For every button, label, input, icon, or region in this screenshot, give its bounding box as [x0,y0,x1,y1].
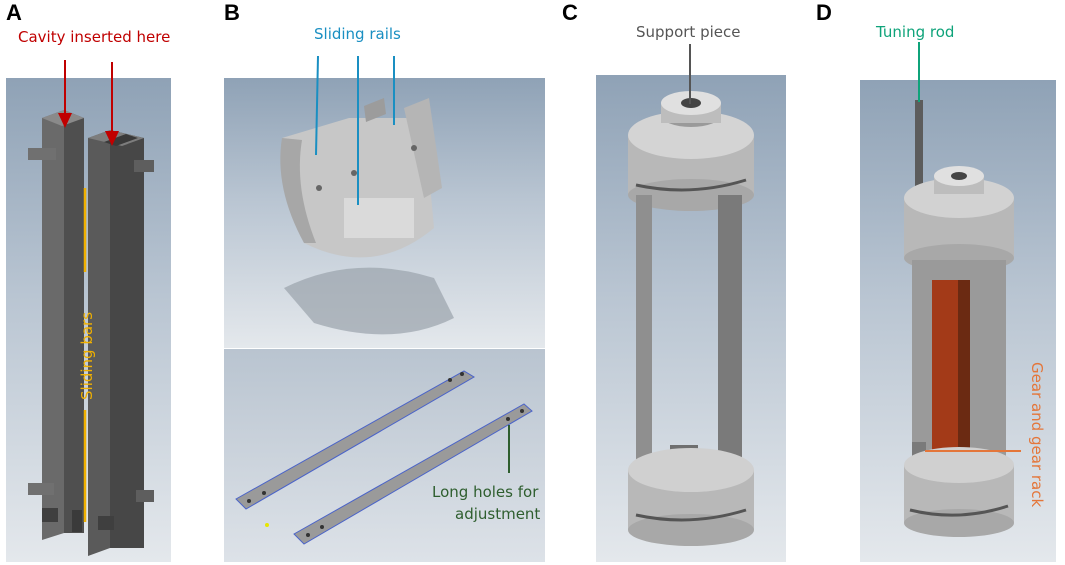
panel-letter-d: D [816,0,832,25]
sliding-rails-label: Sliding rails [314,25,401,43]
panel-letter-b: B [224,0,240,25]
tuner-assembly-render [904,100,1014,537]
cavity-label: Cavity inserted here [18,28,171,46]
tuning-rod-label: Tuning rod [876,23,955,41]
panel-letter-a: A [6,0,22,25]
gear-rack-label: Gear and gear rack [1028,362,1046,508]
sliding-bars-label: Sliding bars [78,311,96,400]
panel-b-bottom-render [224,349,545,562]
rail-holder-render [280,98,454,335]
long-holes-label-line1: Long holes for [432,483,539,501]
panel-letter-c: C [562,0,578,25]
long-hole-bars-render [235,370,533,545]
support-piece-label: Support piece [636,23,741,41]
support-frame-render [628,91,754,546]
panel-d-render [860,80,1056,562]
long-holes-label-line2: adjustment [455,505,541,523]
panel-b-top-render [224,78,545,348]
panel-c-render [596,75,786,562]
